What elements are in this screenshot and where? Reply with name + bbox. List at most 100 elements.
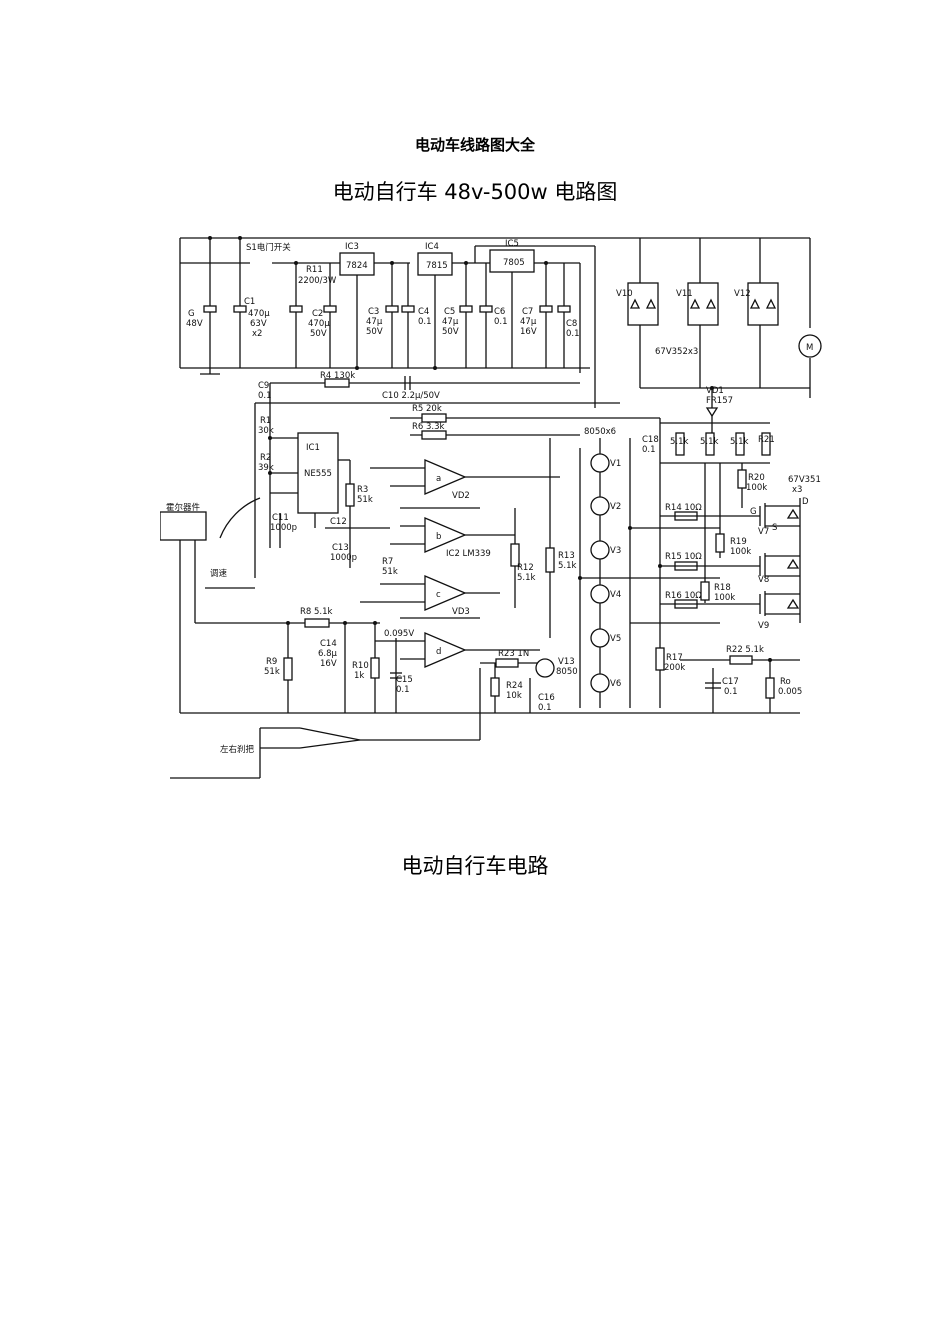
label-vd3: VD3 <box>452 607 470 617</box>
label-g-48v: 48V <box>186 319 203 329</box>
label-ic5: IC5 <box>505 239 519 249</box>
label-v10: V10 <box>616 289 633 299</box>
label-v7: V7 <box>758 527 769 537</box>
label-c15: C15 <box>396 675 413 685</box>
label-c3-volt: 50V <box>366 327 383 337</box>
label-c8-value: 0.1 <box>566 329 580 339</box>
label-c8: C8 <box>566 319 577 329</box>
label-brake: 左右刹把 <box>220 744 255 755</box>
label-vd1: VD1 <box>706 386 724 396</box>
schematic-labels: S1电门开关 R11 2200/3W IC3 7824 IC4 7815 IC5… <box>166 239 821 755</box>
label-v13-value: 8050 <box>556 667 578 677</box>
label-op-c: c <box>436 590 441 600</box>
label-source: S <box>772 523 777 533</box>
label-vd1-value: FR157 <box>706 396 733 406</box>
comparator-d <box>375 632 540 668</box>
label-r12: R12 <box>517 563 534 573</box>
label-r17-value: 200k <box>664 663 685 673</box>
label-c14: C14 <box>320 639 337 649</box>
label-c2-volt: 50V <box>310 329 327 339</box>
label-v11: V11 <box>676 289 693 299</box>
label-gate: G <box>750 507 757 517</box>
label-g: G <box>188 309 195 319</box>
label-vd2: VD2 <box>452 491 470 501</box>
label-v5: V5 <box>610 634 621 644</box>
label-c17-value: 0.1 <box>724 687 738 697</box>
label-drain: D <box>802 497 809 507</box>
flyback-diodes <box>627 238 811 398</box>
label-v6: V6 <box>610 679 621 689</box>
label-v9: V9 <box>758 621 769 631</box>
label-v4: V4 <box>610 590 621 600</box>
label-c1-count: x2 <box>252 329 262 339</box>
label-r1-value: 30k <box>258 426 274 436</box>
label-c13-value: 1000p <box>330 553 357 563</box>
label-c5-value: 47μ <box>442 317 459 327</box>
schematic-wiring <box>160 236 822 779</box>
label-v1: V1 <box>610 459 621 469</box>
label-r9-value: 51k <box>264 667 280 677</box>
label-c1: C1 <box>244 297 255 307</box>
label-motor: M <box>806 343 813 353</box>
label-c5-volt: 50V <box>442 327 459 337</box>
figure-title: 电动自行车 48v-500w 电路图 <box>332 180 618 204</box>
label-c18: C18 <box>642 435 659 445</box>
ic1-ne555-body <box>297 432 339 514</box>
hall-sensor-box <box>160 511 207 541</box>
label-r6: R6 3.3k <box>412 422 445 432</box>
label-r16: R16 10Ω <box>665 591 702 601</box>
label-mosfet-count: x3 <box>792 485 802 495</box>
label-r7: R7 <box>382 557 393 567</box>
transistor-ladder <box>579 438 720 708</box>
document-heading: 电动车线路图大全 <box>414 136 535 154</box>
circuit-schematic: S1电门开关 R11 2200/3W IC3 7824 IC4 7815 IC5… <box>160 236 822 779</box>
label-r24: R24 <box>506 681 523 691</box>
motor-symbol <box>798 334 822 358</box>
label-c15-value: 0.1 <box>396 685 410 695</box>
label-v8: V8 <box>758 575 769 585</box>
label-r11-value: 2200/3W <box>298 276 337 286</box>
label-c17: C17 <box>722 677 739 687</box>
label-s1: S1电门开关 <box>246 242 291 253</box>
label-v2: V2 <box>610 502 621 512</box>
label-r7-value: 51k <box>382 567 398 577</box>
comparator-c <box>360 575 500 619</box>
label-c3-value: 47μ <box>366 317 383 327</box>
label-c7-value: 47μ <box>520 317 537 327</box>
label-v12: V12 <box>734 289 751 299</box>
label-r-5k1-c: 5.1k <box>730 437 749 447</box>
label-c5: C5 <box>444 307 455 317</box>
label-r8: R8 5.1k <box>300 607 333 617</box>
label-op-d: d <box>436 647 441 657</box>
label-ro-value: 0.005 <box>778 687 802 697</box>
label-r-5k1-b: 5.1k <box>700 437 719 447</box>
label-c13: C13 <box>332 543 349 553</box>
supply-capacitors <box>203 238 571 368</box>
label-zener: 67V352x3 <box>655 347 698 357</box>
label-r10-value: 1k <box>354 671 364 681</box>
label-ro: Ro <box>780 677 791 687</box>
label-transistors: 8050x6 <box>584 427 616 437</box>
label-r13: R13 <box>558 551 575 561</box>
label-r18-value: 100k <box>714 593 735 603</box>
label-ic4-value: 7815 <box>426 261 448 271</box>
label-r19: R19 <box>730 537 747 547</box>
label-c7: C7 <box>522 307 533 317</box>
label-c12: C12 <box>330 517 347 527</box>
label-ic3: IC3 <box>345 242 359 252</box>
label-r9: R9 <box>266 657 277 667</box>
label-r20: R20 <box>748 473 765 483</box>
label-c16: C16 <box>538 693 555 703</box>
label-c16-value: 0.1 <box>538 703 552 713</box>
label-r11: R11 <box>306 265 323 275</box>
label-r23: R23 1N <box>498 649 529 659</box>
label-ic1: IC1 <box>306 443 320 453</box>
label-r3-value: 51k <box>357 495 373 505</box>
label-r22: R22 5.1k <box>726 645 764 655</box>
label-r4: R4 130k <box>320 371 355 381</box>
label-ic3-value: 7824 <box>346 261 368 271</box>
label-r17: R17 <box>666 653 683 663</box>
label-r3: R3 <box>357 485 368 495</box>
label-c7-volt: 16V <box>520 327 537 337</box>
label-c2-value: 470μ <box>308 319 330 329</box>
